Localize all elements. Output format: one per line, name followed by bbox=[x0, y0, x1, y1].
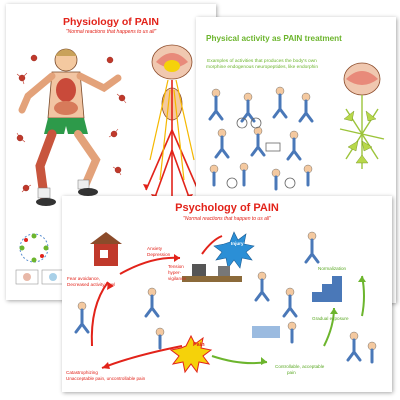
exercise-activities-illustration bbox=[208, 86, 314, 191]
brain-spine-illustration bbox=[143, 44, 201, 201]
poster-psychology-title: Psychology of PAIN bbox=[175, 202, 279, 214]
label-vigilance: vigilance bbox=[168, 276, 186, 281]
cell-diagram-illustration bbox=[15, 233, 65, 285]
label-decreased-activity: Decreased activity level bbox=[67, 282, 116, 287]
label-fear-avoidance: Fear avoidance, bbox=[67, 276, 100, 281]
label-tension: Tension bbox=[168, 264, 184, 269]
label-pain: Pain bbox=[193, 342, 205, 348]
label-injury: Injury bbox=[231, 241, 244, 246]
poster-activity-subtitle: Examples of activities that produces the… bbox=[206, 59, 319, 70]
pain-cycle-illustration bbox=[74, 231, 377, 374]
poster-physiology-subtitle: "Normal reactions that happens to us all… bbox=[65, 29, 157, 35]
poster-psychology-subtitle: "Normal reactions that happen to us all" bbox=[183, 216, 271, 222]
label-anxiety: Anxiety bbox=[147, 246, 163, 251]
label-controllable: Controllable, acceptable bbox=[275, 364, 325, 369]
label-depression: Depression bbox=[147, 252, 171, 257]
poster-physiology-title: Physiology of PAIN bbox=[62, 16, 160, 28]
label-catastrophizing: Catastrophizing bbox=[66, 370, 98, 375]
poster-psychology: Psychology of PAIN "Normal reactions tha… bbox=[62, 196, 392, 392]
poster-activity-title: Physical activity as PAIN treatment bbox=[206, 34, 342, 43]
label-gradual-exposure: Gradual exposure bbox=[312, 316, 349, 321]
running-man-illustration bbox=[16, 48, 127, 206]
label-normalization: Normalization bbox=[318, 266, 347, 271]
label-controllable-pain: pain bbox=[287, 370, 296, 375]
label-hyper: hyper- bbox=[168, 270, 182, 275]
label-unacceptable-pain: Unacceptable pain, uncontrollable pain bbox=[66, 376, 146, 381]
